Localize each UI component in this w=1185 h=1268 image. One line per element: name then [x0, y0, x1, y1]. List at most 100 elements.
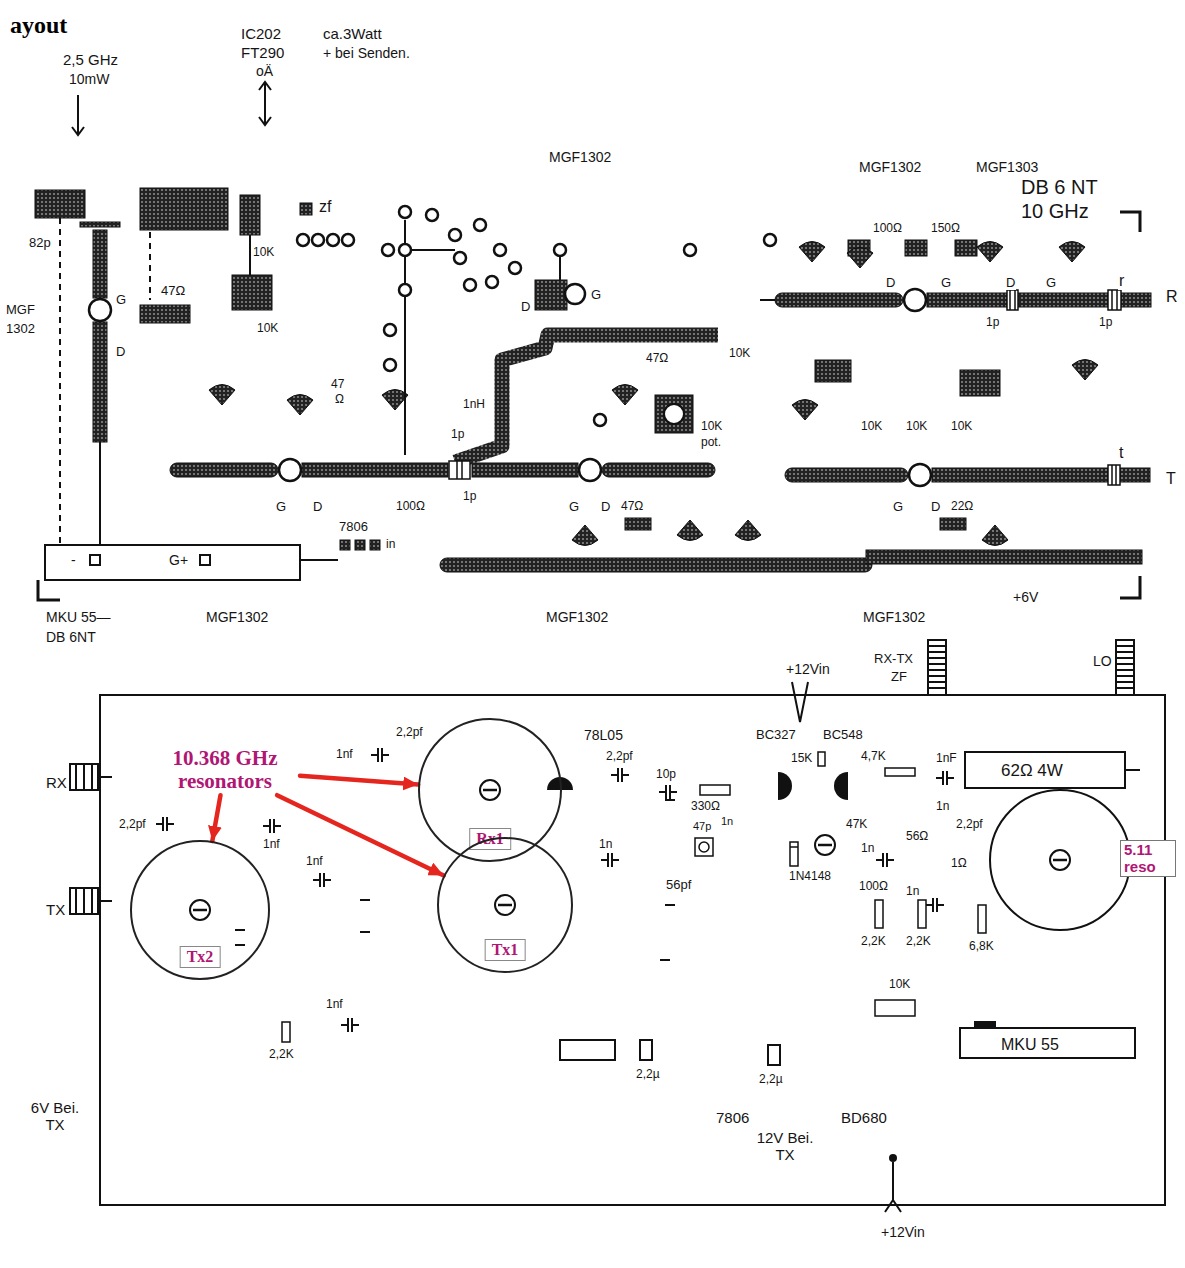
pointer-arrow [300, 776, 418, 785]
part-label: T [1165, 470, 1177, 488]
part-label: oÄ [255, 64, 274, 79]
part-label: 100Ω [858, 880, 889, 893]
part-label: D [520, 300, 531, 314]
part-label: BD680 [840, 1110, 888, 1127]
part-label: - [70, 553, 77, 568]
part-label: 1302 [5, 322, 36, 336]
resonator-name: Rx1 [469, 828, 511, 850]
part-label: 2,2µ [635, 1068, 661, 1081]
part-label: 1N4148 [788, 870, 832, 883]
trimmer-pot [664, 404, 684, 424]
part-label: D [115, 345, 126, 359]
part-label: G [275, 500, 287, 514]
part-label: R [1165, 288, 1179, 306]
part-label: 1n [905, 885, 920, 898]
part-label: 1n [860, 842, 875, 855]
part-label: 10K [888, 978, 911, 991]
part-label: 62Ω 4W [1000, 762, 1064, 781]
part-label: 1Ω [950, 857, 968, 870]
part-label: 6,8K [968, 940, 995, 953]
part-label: ca.3Watt [322, 26, 383, 43]
part-label: MGF1302 [205, 610, 269, 625]
power-parts [235, 752, 1140, 1065]
part-label: 10K [700, 420, 723, 433]
part-label: 10mW [68, 72, 110, 87]
part-label: RX [45, 775, 68, 792]
part-label: 2,2pf [395, 726, 424, 739]
part-label: MGF1303 [975, 160, 1039, 175]
part-label: G [892, 500, 904, 514]
pointer-arrow [212, 795, 220, 841]
part-label: in [385, 538, 396, 551]
part-label: MGF [5, 303, 36, 317]
part-label: 78L05 [583, 728, 624, 743]
part-label: BC327 [755, 728, 797, 742]
part-label: 1nf [262, 838, 281, 851]
resonator-name: Tx2 [180, 946, 221, 968]
part-label: 10K [252, 246, 275, 259]
part-label: G [1045, 276, 1057, 290]
part-label: 1p [1098, 316, 1113, 329]
part-label: FT290 [240, 45, 285, 62]
part-label: +6V [1012, 590, 1039, 605]
mku-module [45, 545, 300, 580]
resonator-name: Tx1 [485, 939, 526, 961]
part-label: 10K [950, 420, 973, 433]
part-label: 4,7K [860, 750, 887, 763]
part-label: 1nf [335, 748, 354, 761]
part-label: 2,2pf [605, 750, 634, 763]
part-label: 56Ω [905, 830, 929, 843]
part-label: 47Ω [645, 352, 669, 365]
part-label: D [885, 276, 896, 290]
part-label: 2,5 GHz [62, 52, 119, 69]
capacitor-symbols [156, 748, 954, 1032]
part-label: 2,2pf [118, 818, 147, 831]
part-label: G [568, 500, 580, 514]
part-label: TX [45, 902, 66, 919]
part-label: 10K [728, 347, 751, 360]
part-label: 2,2K [905, 935, 932, 948]
bent-stripline [455, 335, 718, 462]
part-label: 2,2K [268, 1048, 295, 1061]
radial-stubs [209, 242, 1098, 546]
part-label: 1p [450, 428, 465, 441]
part-label: 1nF [935, 752, 958, 765]
resistor-symbols [282, 752, 986, 1042]
lo-resonator [990, 790, 1130, 930]
part-label: 1nH [462, 398, 486, 411]
corner-marks [38, 212, 1140, 600]
resonator-circle: Rx1 [418, 718, 562, 862]
part-label: 1p [985, 316, 1000, 329]
part-label: 10K [905, 420, 928, 433]
connectors [70, 640, 1134, 1212]
part-label: zf [318, 198, 332, 216]
part-label: 10 GHz [1020, 200, 1090, 222]
part-label: G [590, 288, 602, 302]
transistor-pads [89, 284, 931, 486]
part-label: 1n [598, 838, 613, 851]
part-label: 47p [692, 820, 712, 832]
resonator-label: 5.11 reso [1120, 840, 1176, 877]
part-label: 2,2µ [758, 1073, 784, 1086]
part-label: 12V Bei. TX [752, 1130, 818, 1163]
part-label: + bei Senden. [322, 46, 411, 61]
part-label: 7806 [715, 1110, 750, 1127]
callout-text: 10.368 GHz resonators [150, 745, 300, 795]
part-label: 10p [655, 768, 677, 781]
part-label: G [940, 276, 952, 290]
part-label: D [600, 500, 611, 514]
part-label: LO [1092, 654, 1113, 669]
part-label: 7806 [338, 520, 369, 534]
part-label: 47Ω [160, 284, 186, 298]
part-label: t [1118, 444, 1124, 462]
part-label: MKU 55 [1000, 1036, 1060, 1054]
part-label: MKU 55— [45, 610, 112, 625]
part-label: RX-TX [873, 652, 914, 666]
part-label: 47Ω [620, 500, 644, 513]
page-title: ayout [4, 10, 73, 41]
part-label: MGF1302 [862, 610, 926, 625]
part-label: 1n [720, 815, 734, 827]
part-label: ZF [890, 670, 908, 684]
